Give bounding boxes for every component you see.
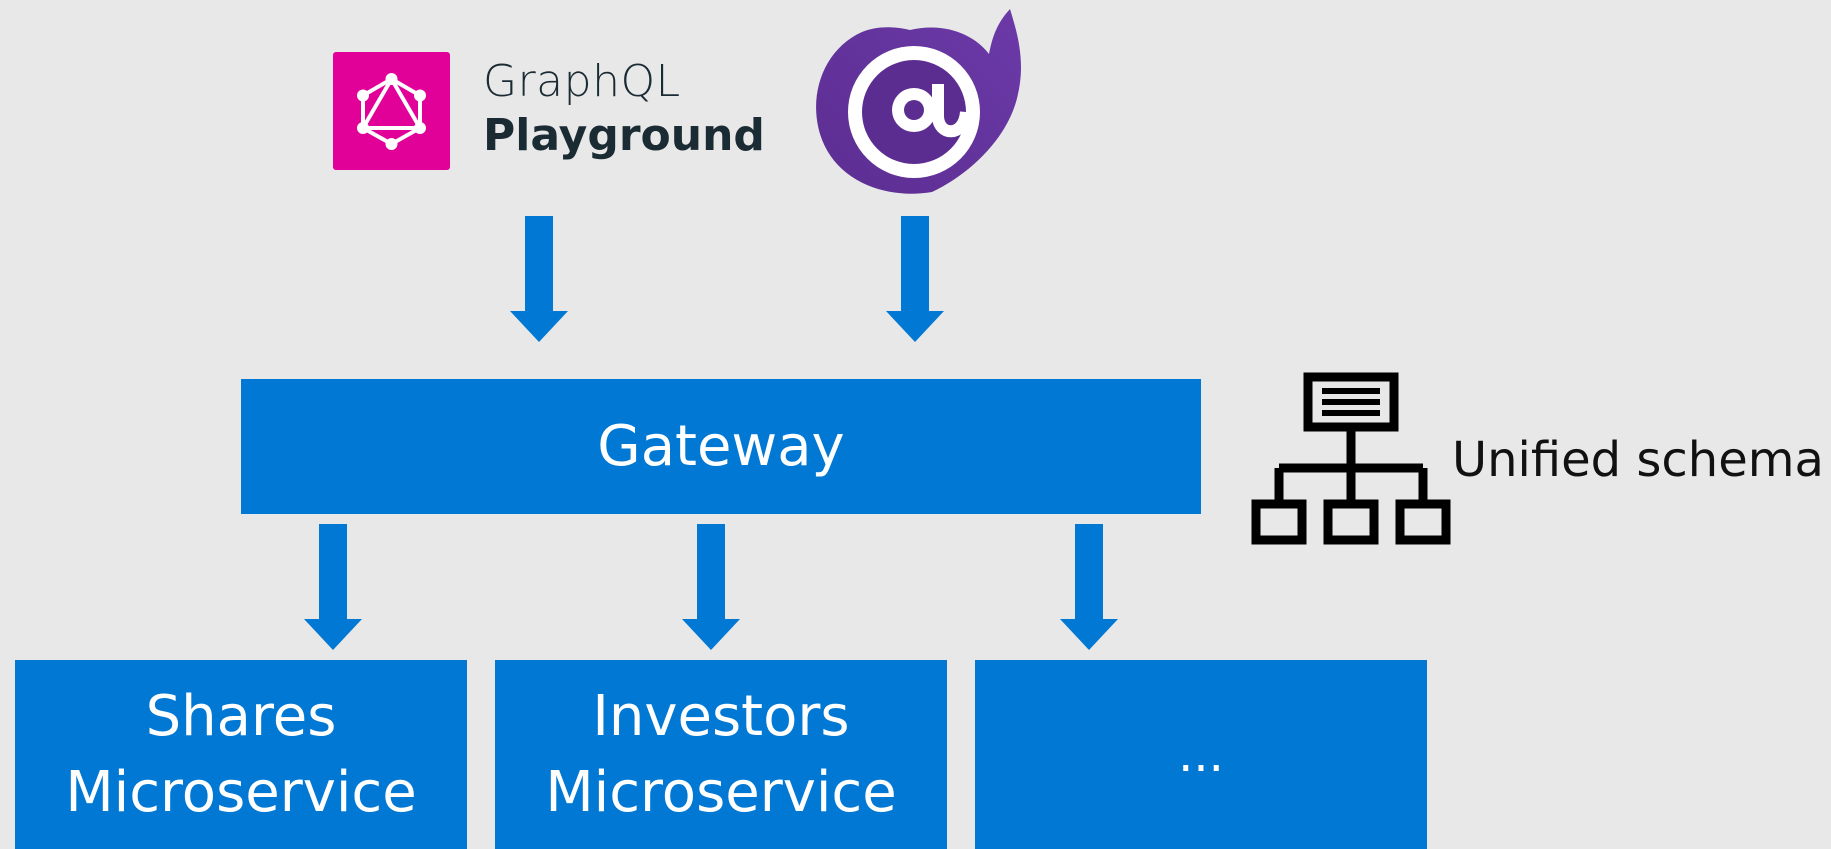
playground-title: Playground (483, 110, 765, 161)
arrow-gateway-to-other (1060, 524, 1118, 650)
gateway-box: Gateway (241, 379, 1201, 514)
investors-microservice-box: Investors Microservice (495, 660, 947, 849)
arrow-blazor-to-gateway (886, 216, 944, 342)
service-line-2: Microservice (545, 759, 897, 825)
arrow-gateway-to-investors (682, 524, 740, 650)
hierarchy-icon (1250, 372, 1454, 548)
other-microservice-box: ... (975, 660, 1427, 849)
shares-microservice-box: Shares Microservice (15, 660, 467, 849)
service-line-2: Microservice (65, 759, 417, 825)
gateway-label: Gateway (597, 414, 845, 479)
blazor-logo-icon (814, 4, 1026, 196)
arrow-gateway-to-shares (304, 524, 362, 650)
service-line-1: Investors (592, 683, 850, 749)
arrow-graphql-to-gateway (510, 216, 568, 342)
service-ellipsis: ... (1178, 726, 1224, 783)
service-line-1: Shares (145, 683, 337, 749)
graphql-logo-icon (333, 52, 450, 170)
graphql-title: GraphQL (483, 56, 681, 107)
unified-schema-label: Unified schema (1452, 432, 1824, 488)
